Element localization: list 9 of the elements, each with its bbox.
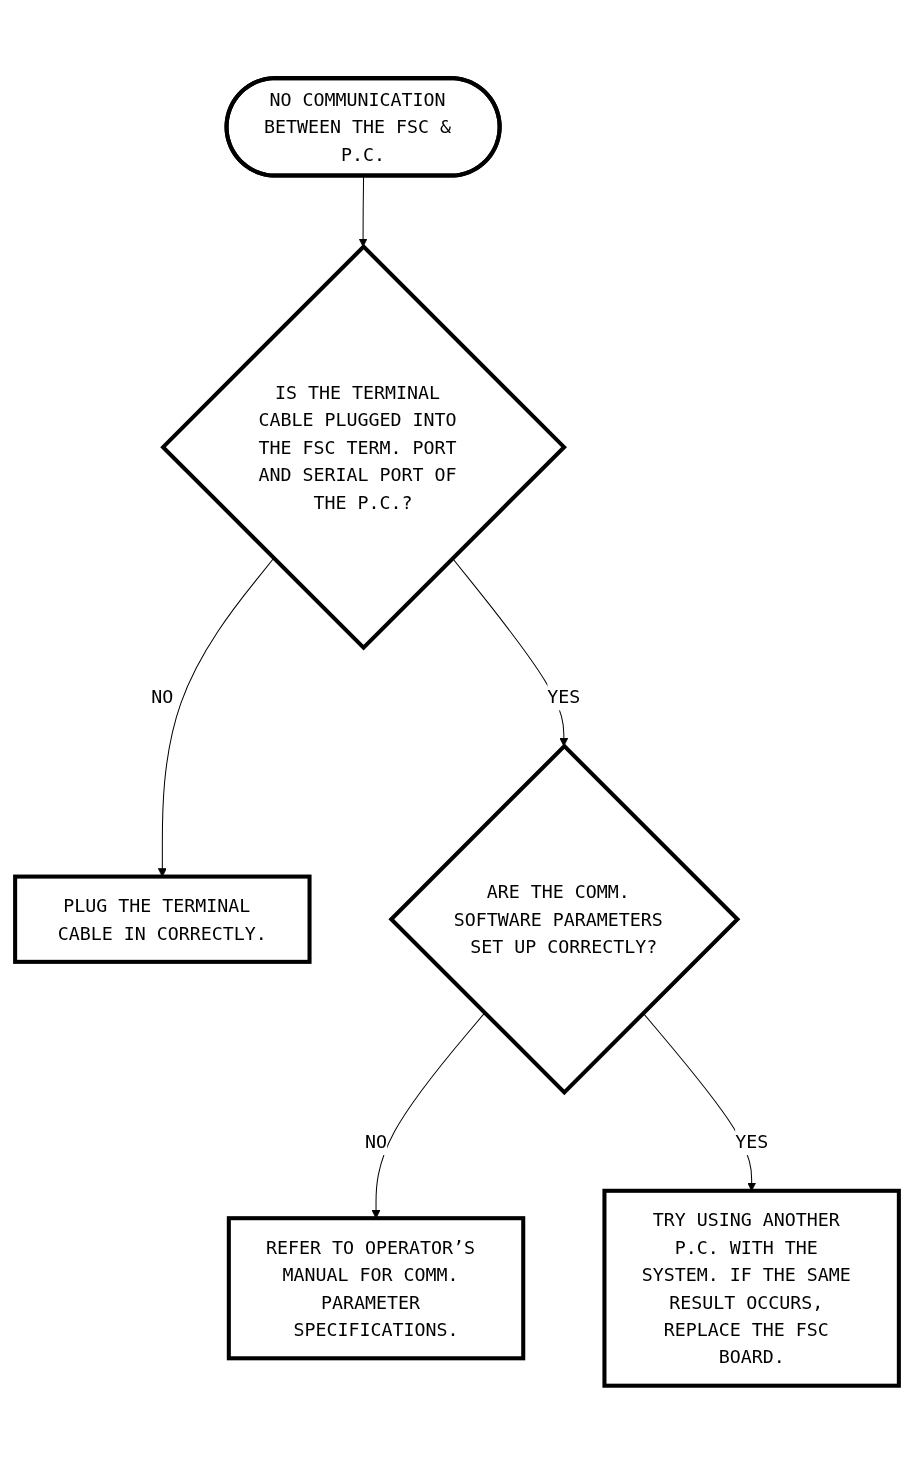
node-diamond: IS THE TERMINAL CABLE PLUGGED INTO THE FSC TERM. PORT AND SERIAL PORT OF THE P.C.?	[160, 243, 567, 651]
edge-label: NO	[151, 686, 174, 708]
edge-label: YES	[735, 1130, 769, 1153]
node-diamond: ARE THE COMM. SOFTWARE PARAMETERS SET UP CORRECTLY?	[388, 743, 741, 1096]
node-box: TRY USING ANOTHER P.C. WITH THE SYSTEM. IF THE SAME RESULT OCCURS, REPLACE THE FSC BOARD.	[602, 1188, 901, 1388]
edge-label: YES	[547, 686, 581, 708]
node-box: PLUG THE TERMINAL CABLE IN CORRECTLY.	[13, 874, 312, 964]
node-box: REFER TO OPERATOR’S MANUAL FOR COMM. PARAMETER SPECIFICATIONS.	[226, 1216, 526, 1361]
edge-label: NO	[365, 1130, 388, 1153]
